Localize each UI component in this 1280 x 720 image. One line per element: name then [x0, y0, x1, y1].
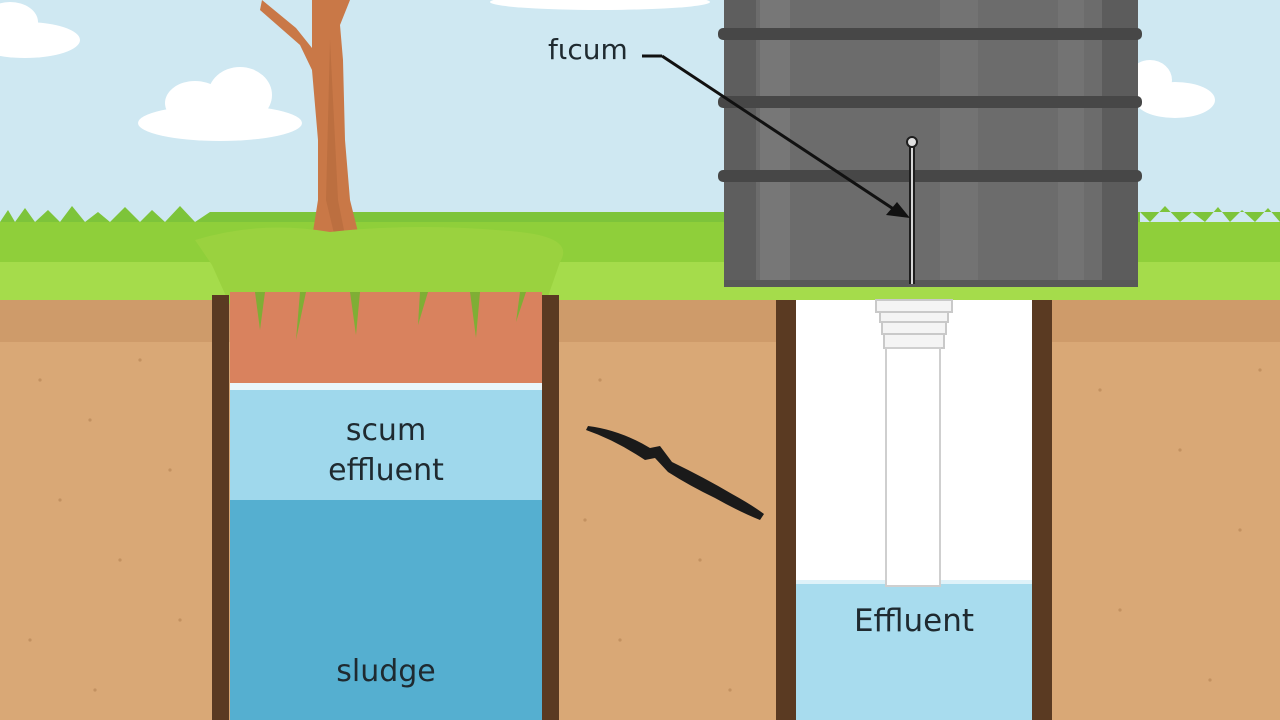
tank-pointer-line [642, 54, 910, 218]
tank-pointer-label: fιcum [548, 33, 628, 66]
effluent-layer [796, 582, 1032, 720]
left-pit [212, 292, 559, 720]
right-pit-wall-left [776, 300, 796, 720]
cloud-top [490, 0, 710, 10]
outlet-pipe [875, 299, 953, 587]
left-pit-wall-right [542, 295, 559, 720]
tank-hoop-3 [718, 170, 1142, 182]
soil [0, 300, 1280, 720]
dipstick [906, 136, 918, 284]
tank-hoop-1 [718, 28, 1142, 40]
tank-hoop-2 [718, 96, 1142, 108]
scum-layer [230, 385, 542, 503]
effluent-right-label: Effluent [853, 603, 975, 639]
scum-label: scum [345, 413, 427, 448]
cloud-right [1128, 60, 1215, 118]
left-pit-wall-left [212, 295, 229, 720]
cloud-middle [138, 67, 302, 141]
connector-line [586, 426, 764, 520]
right-pit [776, 299, 1052, 720]
soil-top-band [0, 300, 1280, 342]
tree [260, 0, 372, 258]
right-pit-wall-right [1032, 300, 1052, 720]
tank [718, 0, 1142, 287]
cloud-left [0, 2, 80, 58]
sludge-label: sludge [336, 654, 436, 689]
effluent-left-label: effluent [328, 453, 444, 488]
grass-mound [195, 227, 564, 305]
sludge-layer [230, 500, 542, 720]
